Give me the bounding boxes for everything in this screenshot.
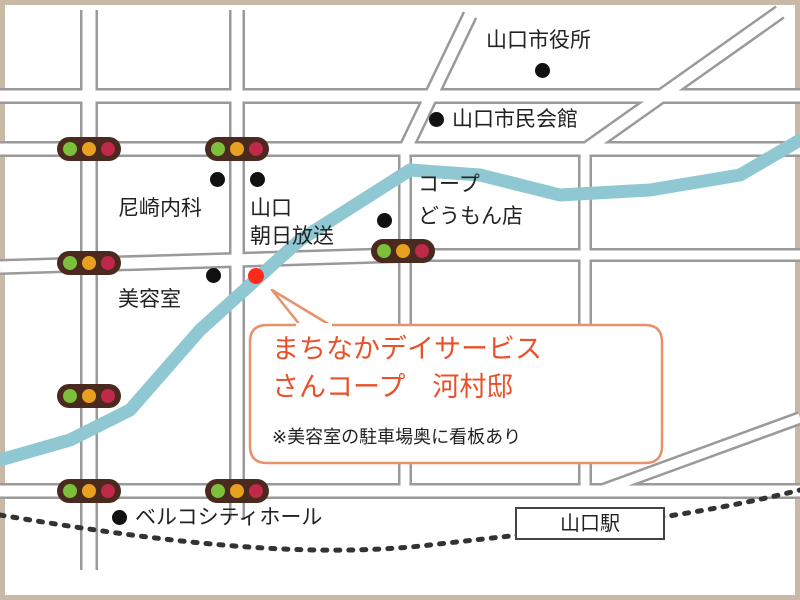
destination-marker (248, 268, 264, 284)
callout-title-line1: まちなかデイサービス (272, 334, 542, 365)
amasaki-clinic-dot (210, 172, 225, 187)
traffic-signal-icon (57, 251, 121, 275)
civic-hall-dot (429, 112, 444, 127)
traffic-signal-icon (57, 384, 121, 408)
road-fills (0, 7, 800, 570)
beauty-salon-dot (206, 268, 221, 283)
railway-line (0, 487, 800, 553)
civic-hall-label: 山口市民会館 (452, 107, 578, 131)
asahi-broadcast-label-line1: 山口 (250, 196, 292, 220)
station-sign: 山口駅 (515, 507, 665, 540)
callout-tail-cover (296, 323, 332, 328)
callout-note: ※美容室の駐車場奥に看板あり (272, 427, 522, 448)
traffic-signal-icon (205, 137, 269, 161)
traffic-signal-icon (371, 239, 435, 263)
river (0, 133, 800, 467)
traffic-signal-icon (205, 479, 269, 503)
city-hall-label: 山口市役所 (486, 28, 591, 52)
traffic-signal-icon (57, 137, 121, 161)
city-hall-dot (535, 63, 550, 78)
amasaki-clinic-label: 尼崎内科 (118, 196, 202, 220)
coop-store-label-line2: どうもん店 (418, 204, 523, 228)
coop-store-label-line1: コープ (418, 172, 480, 196)
asahi-broadcast-dot (250, 172, 265, 187)
traffic-signal-icon (57, 479, 121, 503)
station-label: 山口駅 (560, 511, 620, 535)
coop-store-dot (377, 213, 392, 228)
bell-city-hall-label: ベルコシティホール (135, 505, 323, 529)
callout-balloon (248, 288, 664, 465)
callout-title-line2: さんコープ 河村邸 (272, 372, 514, 403)
beauty-salon-label: 美容室 (118, 287, 181, 311)
asahi-broadcast-label-line2: 朝日放送 (250, 224, 334, 248)
bell-city-hall-dot (112, 510, 127, 525)
